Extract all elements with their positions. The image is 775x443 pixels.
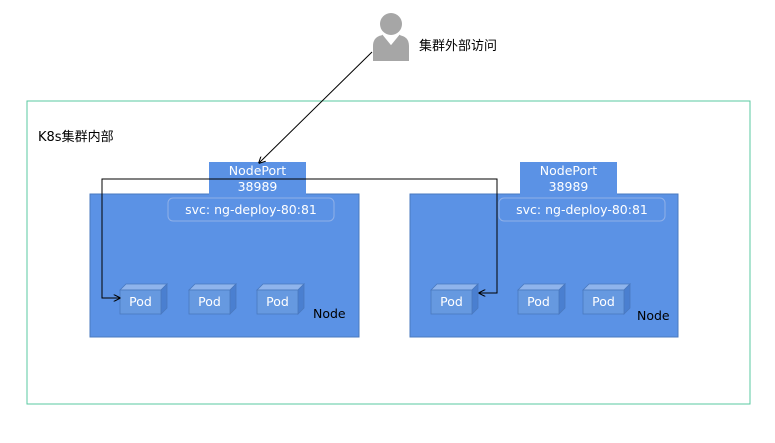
pod: Pod xyxy=(119,283,168,315)
node-2: NodePort 38989 svc: ng-deploy-80:81 Pod … xyxy=(409,162,679,338)
pod-label: Pod xyxy=(129,294,152,309)
pod: Pod xyxy=(582,283,631,315)
cluster-label: K8s集群内部 xyxy=(38,129,114,145)
node-1: NodePort 38989 svc: ng-deploy-80:81 Pod … xyxy=(89,162,360,338)
arrow-nodeport-to-pod-right xyxy=(259,178,498,293)
pod: Pod xyxy=(517,283,566,315)
node-label: Node xyxy=(313,306,346,321)
nodeport-port: 38989 xyxy=(238,179,278,194)
external-access-label: 集群外部访问 xyxy=(419,38,497,54)
node-label: Node xyxy=(637,308,670,323)
pod: Pod xyxy=(188,283,237,315)
cluster-boundary xyxy=(26,100,751,405)
user-icon xyxy=(373,13,409,61)
nodeport-port: 38989 xyxy=(549,179,589,194)
pod-label: Pod xyxy=(592,294,615,309)
pod-label: Pod xyxy=(440,294,463,309)
nodeport-title: NodePort xyxy=(540,163,598,178)
pod-label: Pod xyxy=(198,294,221,309)
pod: Pod xyxy=(430,283,479,315)
pod-label: Pod xyxy=(266,294,289,309)
pod: Pod xyxy=(256,283,305,315)
nodeport-box xyxy=(520,162,617,196)
arrow-nodeport-to-pod-left xyxy=(101,178,259,298)
pod-label: Pod xyxy=(527,294,550,309)
svc-box xyxy=(167,197,335,222)
svc-label: svc: ng-deploy-80:81 xyxy=(516,202,648,217)
svc-box xyxy=(498,197,666,222)
nodeport-title: NodePort xyxy=(229,163,287,178)
svc-label: svc: ng-deploy-80:81 xyxy=(185,202,317,217)
arrow-user-to-nodeport xyxy=(259,51,373,163)
